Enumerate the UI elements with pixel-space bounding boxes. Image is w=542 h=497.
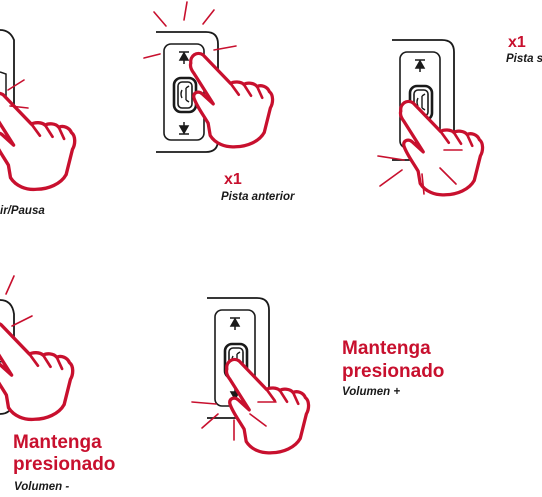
step-3-caption: Pista s bbox=[506, 53, 542, 65]
step-5-caption: Volumen + bbox=[342, 386, 401, 398]
press-burst-icon bbox=[191, 401, 277, 441]
step-5-volume-up bbox=[191, 296, 311, 455]
step-5-action-line1: Mantenga bbox=[342, 338, 431, 359]
step-4-action-line1: Mantenga bbox=[13, 432, 102, 453]
step-4-caption: Volumen - bbox=[14, 481, 70, 493]
step-3-next-track bbox=[377, 38, 485, 197]
press-burst-icon bbox=[377, 149, 463, 195]
pointing-hand-icon bbox=[398, 99, 485, 197]
step-4-action-line2: presionado bbox=[13, 454, 116, 475]
pointing-hand-icon bbox=[224, 357, 311, 455]
step-3-count: x1 bbox=[508, 34, 526, 51]
step-1-play-pause bbox=[0, 29, 77, 192]
pointing-hand-icon bbox=[0, 91, 77, 192]
step-2-count: x1 bbox=[224, 171, 242, 188]
step-5-action-line2: presionado bbox=[342, 361, 445, 382]
press-burst-icon bbox=[5, 275, 33, 327]
press-burst-icon bbox=[143, 1, 237, 59]
step-2-previous-track bbox=[143, 1, 275, 154]
press-burst-icon bbox=[7, 79, 29, 109]
step-2-caption: Pista anterior bbox=[221, 191, 295, 203]
pointing-hand-icon bbox=[0, 321, 75, 422]
step-1-caption: ir/Pausa bbox=[0, 205, 45, 217]
step-4-volume-down bbox=[0, 275, 75, 422]
